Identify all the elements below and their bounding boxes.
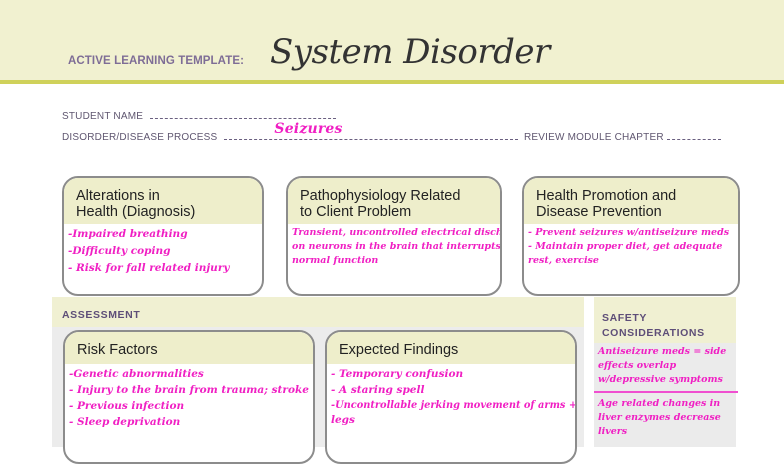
list-item: normal function — [292, 255, 379, 266]
box-content[interactable]: - Prevent seizures w/antiseizure meds - … — [524, 224, 738, 270]
template-label: ACTIVE LEARNING TEMPLATE: — [68, 55, 245, 67]
disorder-value: Seizures — [274, 121, 343, 137]
box-title-line: Disease Prevention — [536, 204, 662, 220]
safety-note: Antiseizure meds = side effects overlap … — [598, 346, 727, 385]
alterations-in-health-box: Alterations in Health (Diagnosis) -Impai… — [62, 176, 264, 296]
list-item: Transient, uncontrolled electrical disch… — [292, 227, 500, 238]
list-item: rest, exercise — [528, 255, 599, 266]
list-item: legs — [331, 414, 355, 426]
list-item: - Injury to the brain from trauma; strok… — [69, 384, 309, 396]
disorder-field: DISORDER/DISEASE PROCESS Seizures — [62, 121, 519, 143]
disorder-label: DISORDER/DISEASE PROCESS — [62, 132, 218, 143]
list-item: - Prevent seizures w/antiseizure meds — [528, 227, 730, 238]
disorder-input[interactable]: Seizures — [224, 121, 519, 140]
list-item: - Maintain proper diet, get adequate — [528, 241, 723, 252]
list-item: - Previous infection — [69, 400, 185, 412]
student-name-label: STUDENT NAME — [62, 111, 144, 122]
list-item: - Sleep deprivation — [69, 416, 181, 428]
list-item: - Temporary confusion — [331, 368, 464, 380]
list-item: - A staring spell — [331, 384, 425, 396]
box-content[interactable]: -Impaired breathing -Difficulty coping -… — [64, 224, 262, 279]
risk-factors-box: Risk Factors -Genetic abnormalities - In… — [63, 330, 315, 464]
template-title: System Disorder — [270, 32, 550, 72]
list-item: -Uncontrollable jerking movement of arms… — [331, 400, 577, 411]
expected-findings-box: Expected Findings - Temporary confusion … — [325, 330, 577, 464]
box-title: Risk Factors — [77, 342, 158, 358]
safety-title-line: CONSIDERATIONS — [602, 327, 705, 339]
box-title: Expected Findings — [339, 342, 459, 358]
safety-considerations-section: SAFETY CONSIDERATIONS Antiseizure meds =… — [594, 297, 738, 447]
safety-title-line: SAFETY — [602, 312, 648, 324]
box-title-line: Health Promotion and — [536, 188, 677, 204]
box-content[interactable]: -Genetic abnormalities - Injury to the b… — [65, 364, 313, 432]
safety-note: Age related changes in liver enzymes dec… — [598, 398, 721, 437]
box-title-line: Pathophysiology Related — [300, 188, 461, 204]
safety-content[interactable]: Antiseizure meds = side effects overlap … — [594, 345, 738, 439]
student-name-input[interactable] — [150, 109, 337, 119]
box-content[interactable]: Transient, uncontrolled electrical disch… — [288, 224, 500, 270]
health-promotion-box: Health Promotion and Disease Prevention … — [522, 176, 740, 296]
pathophysiology-box: Pathophysiology Related to Client Proble… — [286, 176, 502, 296]
review-module-field: REVIEW MODULE CHAPTER — [524, 130, 721, 143]
list-item: -Impaired breathing — [68, 228, 188, 240]
box-content[interactable]: - Temporary confusion - A staring spell … — [327, 364, 575, 428]
assessment-header: ASSESSMENT — [52, 297, 584, 327]
safety-divider — [594, 391, 738, 393]
review-module-label: REVIEW MODULE CHAPTER — [524, 132, 664, 143]
list-item: -Difficulty coping — [68, 245, 171, 257]
list-item: -Genetic abnormalities — [69, 368, 204, 380]
template-header: ACTIVE LEARNING TEMPLATE: System Disorde… — [0, 0, 784, 80]
list-item: on neurons in the brain that interrupts — [292, 241, 501, 252]
header-divider — [0, 80, 784, 84]
student-name-field: STUDENT NAME — [62, 109, 337, 122]
box-header: Alterations in Health (Diagnosis) — [64, 178, 262, 224]
safety-header: SAFETY CONSIDERATIONS — [594, 297, 736, 343]
box-header: Risk Factors — [65, 332, 313, 364]
box-header: Health Promotion and Disease Prevention — [524, 178, 738, 224]
assessment-title: ASSESSMENT — [62, 309, 141, 321]
box-title-line: to Client Problem — [300, 204, 412, 220]
box-title-line: Alterations in — [76, 188, 160, 204]
review-module-input[interactable] — [666, 130, 721, 140]
box-title-line: Health (Diagnosis) — [76, 204, 196, 220]
assessment-section: ASSESSMENT Risk Factors -Genetic abnorma… — [52, 297, 584, 464]
box-header: Pathophysiology Related to Client Proble… — [288, 178, 500, 224]
list-item: - Risk for fall related injury — [68, 262, 230, 274]
safety-title: SAFETY CONSIDERATIONS — [602, 311, 705, 341]
box-header: Expected Findings — [327, 332, 575, 364]
